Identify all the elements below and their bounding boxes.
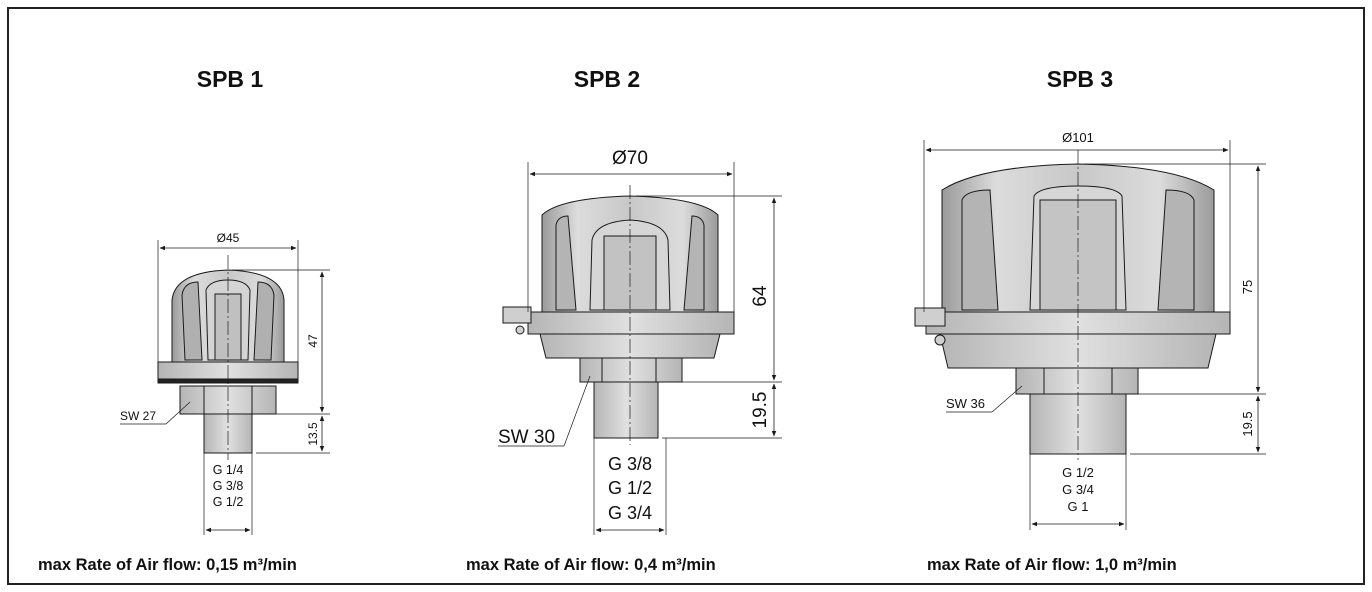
spb1-drawing [120, 240, 330, 535]
spb1-height-label: 47 [306, 334, 320, 348]
spb2-thread-height-label: 19.5 [750, 392, 771, 429]
spb1-thread-height-label: 13.5 [306, 422, 320, 446]
spb3-height-label: 75 [1240, 280, 1255, 294]
figure-frame [7, 7, 1365, 585]
spb1-thread-3: G 1/2 [213, 495, 244, 509]
spb3-thread-2: G 3/4 [1062, 482, 1094, 497]
flow-rate-spb2: max Rate of Air flow: 0,4 m³/min [466, 556, 716, 574]
spb1-diameter-label: Ø45 [217, 231, 240, 245]
spb1-thread-2: G 3/8 [213, 479, 244, 493]
spb2-wrench-label: SW 30 [498, 427, 555, 448]
spb3-diameter-label: Ø101 [1062, 130, 1094, 145]
product-title-spb2: SPB 2 [573, 66, 641, 92]
spb3-thread-height-label: 19.5 [1240, 411, 1255, 436]
spb2-thread-2: G 1/2 [608, 478, 652, 498]
spb3-drawing [914, 140, 1266, 530]
product-title-spb1: SPB 1 [196, 66, 264, 92]
spb2-height-label: 64 [750, 285, 771, 307]
product-title-spb3: SPB 3 [1046, 66, 1114, 92]
spb3-thread-1: G 1/2 [1062, 465, 1094, 480]
flow-rate-spb1: max Rate of Air flow: 0,15 m³/min [38, 556, 297, 574]
spb3-thread-3: G 1 [1068, 499, 1089, 514]
spb2-thread-3: G 3/4 [608, 503, 652, 523]
spb1-wrench-label: SW 27 [120, 409, 156, 423]
spb2-thread-1: G 3/8 [608, 454, 652, 474]
spb1-thread-1: G 1/4 [213, 463, 244, 477]
spb2-diameter-label: Ø70 [612, 148, 648, 169]
flow-rate-spb3: max Rate of Air flow: 1,0 m³/min [927, 556, 1177, 574]
spb3-wrench-label: SW 36 [946, 396, 985, 411]
spb2-drawing [498, 162, 782, 535]
